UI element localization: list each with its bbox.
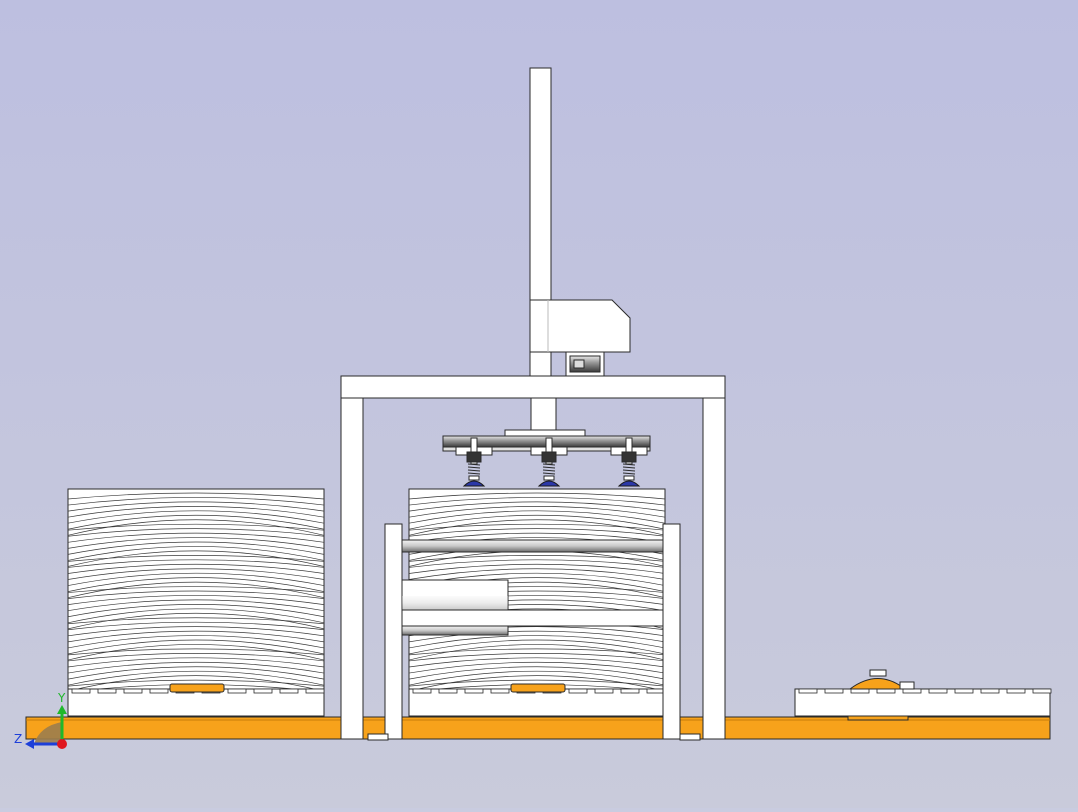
y-axis-label: Y — [57, 691, 66, 705]
center-pallet — [408, 688, 666, 717]
conveyor-base[interactable] — [25, 716, 1051, 740]
triad-shadow-arc — [34, 722, 62, 744]
left-material-stack[interactable] — [67, 488, 325, 717]
separator-rod-top — [401, 539, 664, 553]
lift-column[interactable] — [529, 67, 631, 377]
z-axis-label: Z — [14, 732, 22, 746]
suction-cups — [455, 437, 648, 487]
left-pallet-handle — [169, 683, 225, 693]
gantry-top-beam — [340, 375, 726, 399]
right-empty-pallet[interactable] — [794, 669, 1052, 721]
left-pallet — [67, 688, 325, 717]
right-pallet-slats — [798, 688, 1052, 694]
center-pallet-handle — [510, 683, 566, 693]
drive-motor — [565, 351, 605, 377]
gantry-frame[interactable] — [340, 375, 726, 741]
triad-origin — [57, 739, 67, 749]
separator-rod-bottom — [401, 625, 509, 636]
separator-crossbar — [401, 609, 664, 627]
lift-carriage-housing — [529, 299, 631, 353]
separator-frame[interactable] — [384, 523, 681, 740]
vacuum-gripper[interactable] — [442, 397, 651, 487]
axis-triad: Y Z — [14, 691, 67, 749]
